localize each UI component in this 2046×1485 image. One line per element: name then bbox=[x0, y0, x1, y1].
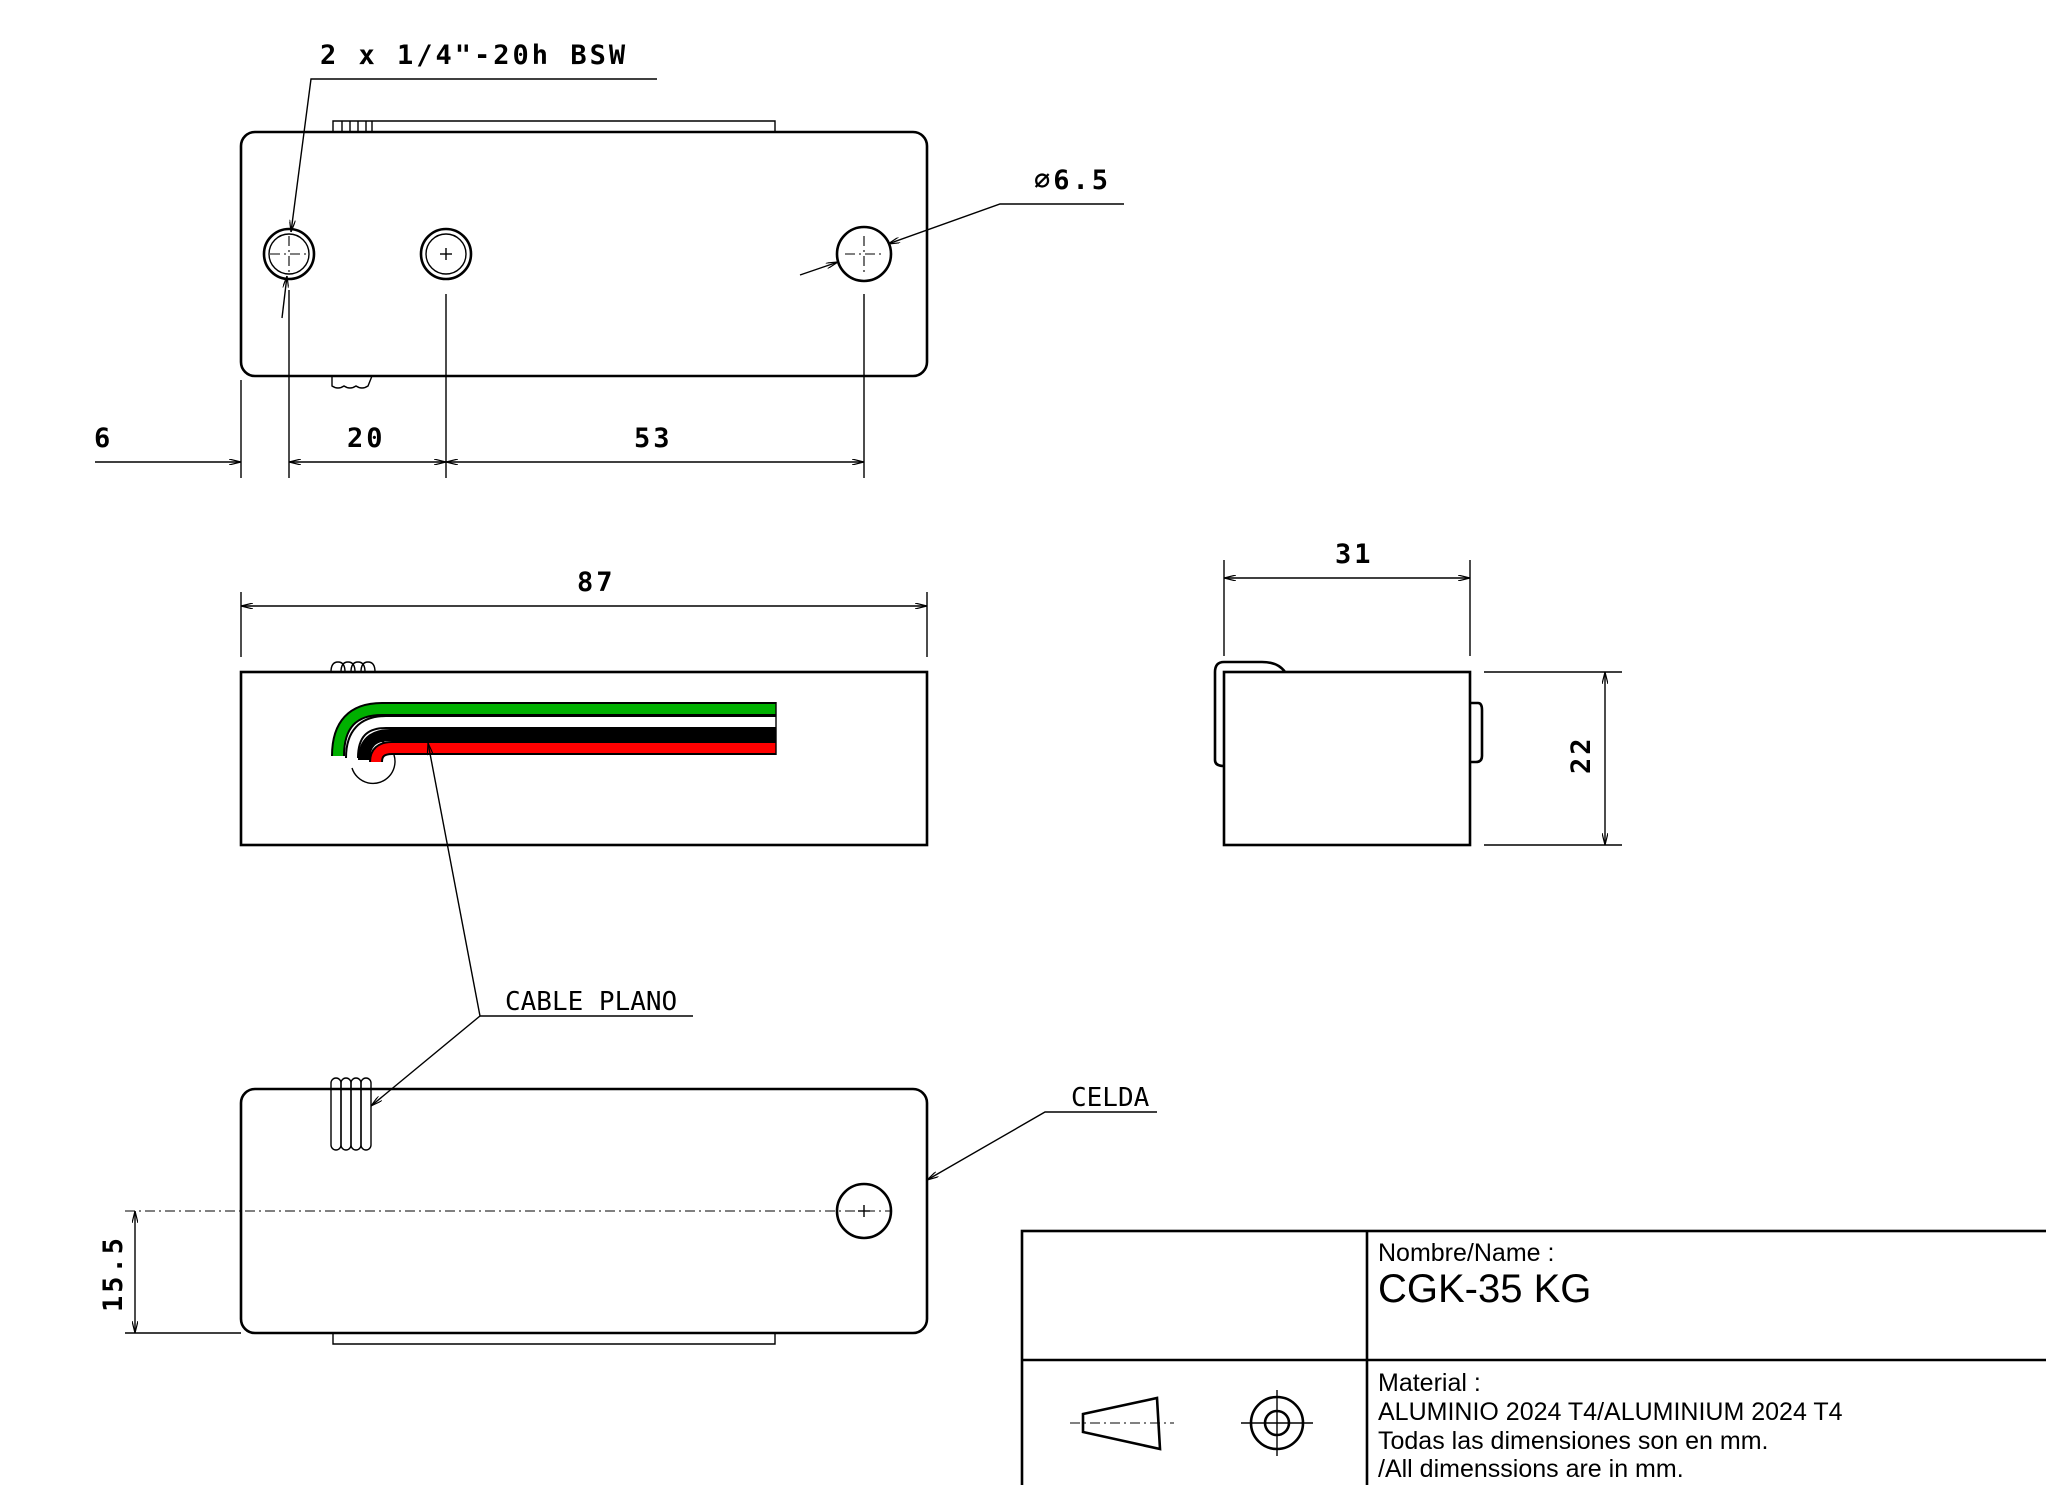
thread-callout-text: 2 x 1/4"-20h BSW bbox=[320, 40, 628, 71]
cell-label: CELDA bbox=[1071, 1083, 1150, 1113]
cable-leader-2 bbox=[371, 1015, 481, 1106]
top-view: 2 x 1/4"-20h BSW ∅6.5 6 20 53 bbox=[94, 40, 1124, 478]
cable-leader-1 bbox=[428, 743, 693, 1017]
note-en: /All dimenssions are in mm. bbox=[1378, 1455, 1684, 1483]
top-view-cable-stub bbox=[332, 120, 776, 132]
wire-green bbox=[333, 704, 776, 757]
name-label: Nombre/Name : bbox=[1378, 1239, 1554, 1267]
cell-leader bbox=[927, 1111, 1157, 1181]
front-view: 87 bbox=[239, 567, 929, 847]
top-view-body bbox=[239, 130, 929, 378]
dim-text-6: 6 bbox=[94, 423, 113, 454]
bottom-view-plate bbox=[332, 1333, 776, 1345]
dim-text-20: 20 bbox=[347, 423, 386, 454]
top-view-coil-stub bbox=[331, 375, 373, 389]
side-view-tab bbox=[1470, 701, 1484, 764]
wire-white bbox=[347, 717, 776, 759]
note-es: Todas las dimensiones son en mm. bbox=[1378, 1427, 1768, 1455]
bottom-view: 15.5 CELDA bbox=[98, 1077, 1157, 1345]
material-value: ALUMINIO 2024 T4/ALUMINIUM 2024 T4 bbox=[1378, 1398, 1843, 1426]
material-label: Material : bbox=[1378, 1369, 1481, 1397]
flat-cable bbox=[331, 702, 777, 785]
diameter-leader bbox=[888, 203, 1124, 245]
side-view: 31 22 bbox=[1213, 539, 1622, 847]
title-block: Nombre/Name : CGK-35 KG Material : ALUMI… bbox=[1020, 1229, 2046, 1485]
front-view-body bbox=[239, 670, 929, 847]
threaded-hole-1 bbox=[262, 227, 316, 281]
thread-callout-leader bbox=[291, 78, 657, 232]
cable-label: CABLE PLANO bbox=[505, 987, 677, 1017]
name-value: CGK-35 KG bbox=[1378, 1267, 1591, 1311]
cable-label-group: CABLE PLANO bbox=[371, 743, 693, 1106]
dim-text-87: 87 bbox=[577, 567, 616, 598]
dim-text-15-5: 15.5 bbox=[98, 1235, 129, 1312]
wire-red bbox=[371, 743, 776, 763]
bottom-view-body bbox=[239, 1087, 929, 1335]
wire-black bbox=[358, 729, 776, 761]
mount-hole bbox=[835, 225, 893, 283]
projection-symbol bbox=[1070, 1390, 1313, 1456]
threaded-hole-2 bbox=[419, 227, 473, 281]
diameter-text: ∅6.5 bbox=[1034, 165, 1111, 196]
cable-coil bbox=[330, 1077, 372, 1151]
side-view-body bbox=[1222, 670, 1472, 847]
dim-text-53: 53 bbox=[634, 423, 673, 454]
dim-text-22: 22 bbox=[1566, 735, 1597, 774]
side-view-cable-bracket bbox=[1213, 660, 1287, 768]
dim-text-31: 31 bbox=[1335, 539, 1374, 570]
